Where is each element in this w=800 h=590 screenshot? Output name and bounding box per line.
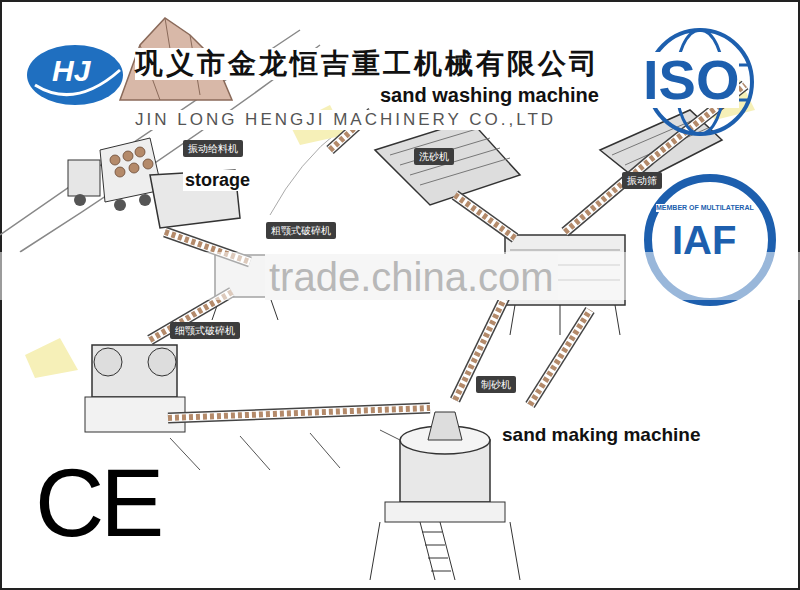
callout-tag: 洗砂机 bbox=[414, 148, 454, 165]
company-logo-letters: HJ bbox=[52, 56, 90, 86]
callout-tag: 细颚式破碎机 bbox=[170, 322, 240, 339]
callout-text: 振动给料机 bbox=[188, 143, 238, 154]
machine-label: sand making machine bbox=[500, 424, 703, 446]
company-name-english: JIN LONG HENGJI MACHINERY CO.,LTD bbox=[135, 110, 556, 130]
callout-tag: 粗颚式破碎机 bbox=[266, 222, 336, 239]
iaf-ring-text: MEMBER OF MULTILATERAL bbox=[656, 204, 754, 212]
watermark: trade.china.com bbox=[265, 254, 558, 300]
callout-text: 细颚式破碎机 bbox=[175, 325, 235, 336]
iaf-logo-text: IAF bbox=[672, 220, 736, 260]
iso-logo-text: ISO bbox=[643, 52, 739, 108]
callout-text: 振动筛 bbox=[627, 175, 657, 186]
machine-label: sand washing machine bbox=[378, 84, 601, 107]
ce-mark: CE bbox=[35, 455, 160, 551]
callout-text: 制砂机 bbox=[481, 379, 511, 390]
callout-text: 粗颚式破碎机 bbox=[271, 225, 331, 236]
company-name-chinese: 巩义市金龙恒吉重工机械有限公司 bbox=[135, 48, 600, 80]
callout-tag: 振动筛 bbox=[622, 172, 662, 189]
callout-text: 洗砂机 bbox=[419, 151, 449, 162]
area-label: storage bbox=[183, 170, 252, 191]
callout-tag: 制砂机 bbox=[476, 376, 516, 393]
callout-tag: 振动给料机 bbox=[183, 140, 243, 157]
